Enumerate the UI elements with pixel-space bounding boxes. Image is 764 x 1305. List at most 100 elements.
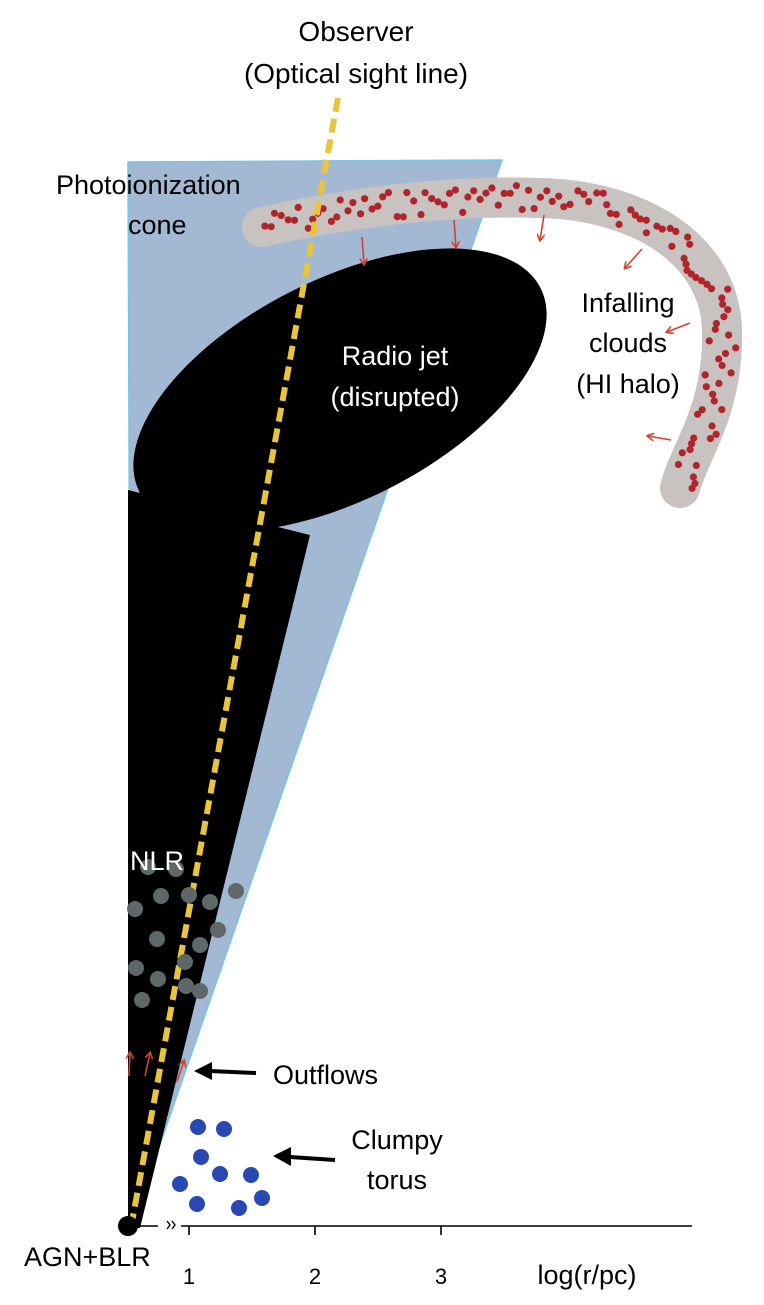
halo-dot <box>368 205 376 213</box>
halo-dot <box>379 193 387 201</box>
halo-dot <box>488 184 496 192</box>
halo-dot <box>524 186 533 194</box>
halo-dot <box>612 210 620 218</box>
halo-dot <box>506 189 514 197</box>
observer-label-line1: Observer <box>298 16 413 47</box>
halo-dot <box>642 216 650 224</box>
halo-dot <box>725 331 733 339</box>
outflow-arrows <box>129 1053 184 1083</box>
nlr-label: NLR <box>130 846 184 876</box>
halo-dot <box>421 189 429 197</box>
cone-label-line2: cone <box>128 210 187 240</box>
halo-dot <box>702 383 710 391</box>
halo-dot <box>712 430 720 438</box>
halo-dot <box>712 319 721 328</box>
halo-dot <box>482 189 490 197</box>
axis-tick-3: 3 <box>435 1264 447 1289</box>
halo-dot <box>403 189 411 197</box>
halo-dot <box>336 196 344 204</box>
halo-dot <box>566 200 574 208</box>
halo-dot <box>606 209 615 218</box>
halo-dot <box>603 201 611 209</box>
halo-dot <box>697 277 706 285</box>
halo-dot <box>686 446 694 454</box>
infall-label-line2: clouds <box>589 328 667 358</box>
torus-label-line1: Clumpy <box>351 1125 443 1155</box>
halo-dot <box>727 369 735 377</box>
halo-dot <box>393 213 401 221</box>
halo-dot <box>428 195 436 203</box>
halo-dot <box>445 189 454 197</box>
halo-dot <box>708 422 716 430</box>
halo-dot <box>464 193 472 201</box>
halo-dot <box>593 189 601 197</box>
halo-dot <box>410 197 418 205</box>
halo-dot <box>715 379 723 387</box>
halo-dot <box>711 325 719 333</box>
halo-dot <box>615 220 623 228</box>
infall-label-line3: (HI halo) <box>576 369 680 399</box>
halo-dot <box>688 440 696 448</box>
halo-dot <box>710 397 718 405</box>
halo-dot <box>658 225 666 233</box>
optical-sight-line <box>129 97 341 1223</box>
halo-dot <box>500 189 508 197</box>
halo-dot <box>682 260 690 268</box>
outflows-label: Outflows <box>273 1060 378 1090</box>
halo-dot <box>374 202 382 210</box>
halo-dot <box>719 300 727 308</box>
radio-jet <box>128 248 547 1228</box>
halo-dot <box>349 199 357 207</box>
cone-label-line1: Photoionization <box>56 170 241 200</box>
halo-dot <box>304 224 312 232</box>
halo-dot <box>543 187 551 195</box>
halo-dot <box>294 203 302 211</box>
halo-dot <box>309 215 317 223</box>
halo-dot <box>267 223 275 231</box>
halo-dot <box>530 205 538 213</box>
halo-dot <box>494 201 502 209</box>
halo-dot <box>694 410 702 418</box>
radius-axis <box>137 1220 692 1235</box>
halo-dot <box>701 371 709 379</box>
halo-dot <box>686 240 694 248</box>
halo-dot <box>653 222 661 230</box>
halo-dot <box>585 198 593 206</box>
halo-dot <box>599 189 607 197</box>
halo-dot <box>512 182 521 190</box>
halo-dot <box>319 205 327 213</box>
axis-tick-1: 1 <box>183 1264 195 1289</box>
halo-dot <box>434 198 442 206</box>
halo-dot <box>344 207 352 215</box>
halo-dot <box>690 434 698 442</box>
halo-dot <box>692 461 700 470</box>
halo-dot <box>668 242 676 250</box>
halo-dot <box>715 355 723 363</box>
halo-dot <box>440 201 448 209</box>
halo-dot <box>678 449 686 457</box>
halo-dot <box>666 224 674 232</box>
halo-dot <box>476 195 484 203</box>
halo-dot <box>692 273 700 282</box>
jet-label-line1: Radio jet <box>342 341 449 371</box>
halo-dot <box>707 285 716 293</box>
halo-dot <box>709 390 717 398</box>
halo-dot <box>689 473 698 481</box>
torus-clouds <box>172 1119 270 1216</box>
halo-dot <box>333 213 341 221</box>
halo-dot <box>417 211 425 219</box>
observer-label-line2: (Optical sight line) <box>244 58 468 89</box>
halo-dot <box>684 233 692 241</box>
halo-dot <box>284 216 292 224</box>
halo-dot <box>642 229 651 237</box>
halo-dot <box>518 205 526 214</box>
halo-dot <box>732 344 740 352</box>
halo-dot <box>672 227 680 235</box>
halo-dot <box>384 189 392 197</box>
hi-halo-band <box>242 177 743 508</box>
halo-dot <box>290 216 299 224</box>
halo-dot <box>703 280 711 288</box>
agn-label: AGN+BLR <box>24 1242 151 1272</box>
agn-core <box>118 1216 138 1236</box>
